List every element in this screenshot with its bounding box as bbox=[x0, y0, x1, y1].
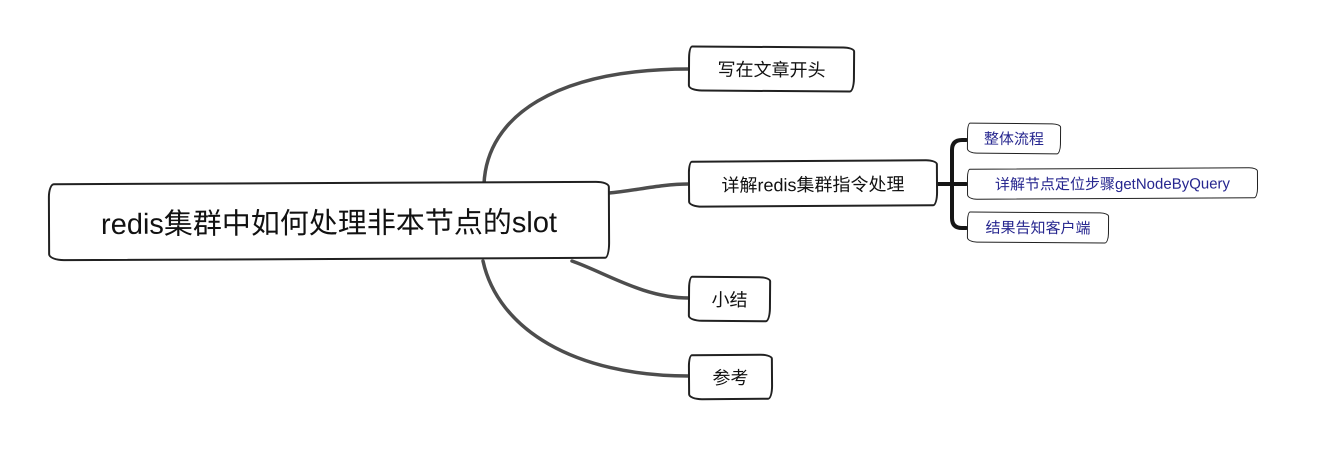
connector-root-to-detail bbox=[607, 182, 691, 195]
bracket-detail-children bbox=[950, 138, 968, 230]
root-topic-label: redis集群中如何处理非本节点的slot bbox=[100, 207, 558, 241]
branch-reference[interactable]: 参考 bbox=[687, 353, 774, 401]
branch-summary-label: 小结 bbox=[711, 289, 748, 311]
branch-reference-label: 参考 bbox=[712, 367, 749, 389]
subtopic-getnodebyquery-label: 详解节点定位步骤getNodeByQuery bbox=[994, 175, 1231, 194]
subtopic-notify-client-label: 结果告知客户端 bbox=[985, 219, 1091, 238]
connector-root-to-reference bbox=[481, 259, 691, 378]
branch-detail[interactable]: 详解redis集群指令处理 bbox=[687, 159, 939, 208]
connector-root-to-summary bbox=[570, 259, 691, 300]
subtopic-overall-flow-label: 整体流程 bbox=[983, 130, 1045, 149]
subtopic-overall-flow[interactable]: 整体流程 bbox=[966, 122, 1062, 155]
root-topic[interactable]: redis集群中如何处理非本节点的slot bbox=[47, 180, 611, 262]
subtopic-notify-client[interactable]: 结果告知客户端 bbox=[966, 211, 1110, 244]
branch-detail-label: 详解redis集群指令处理 bbox=[721, 173, 905, 196]
branch-intro-label: 写在文章开头 bbox=[717, 59, 826, 81]
subtopic-getnodebyquery[interactable]: 详解节点定位步骤getNodeByQuery bbox=[966, 167, 1259, 200]
branch-intro[interactable]: 写在文章开头 bbox=[687, 45, 856, 93]
connector-root-to-intro bbox=[482, 67, 691, 186]
branch-summary[interactable]: 小结 bbox=[687, 275, 772, 323]
